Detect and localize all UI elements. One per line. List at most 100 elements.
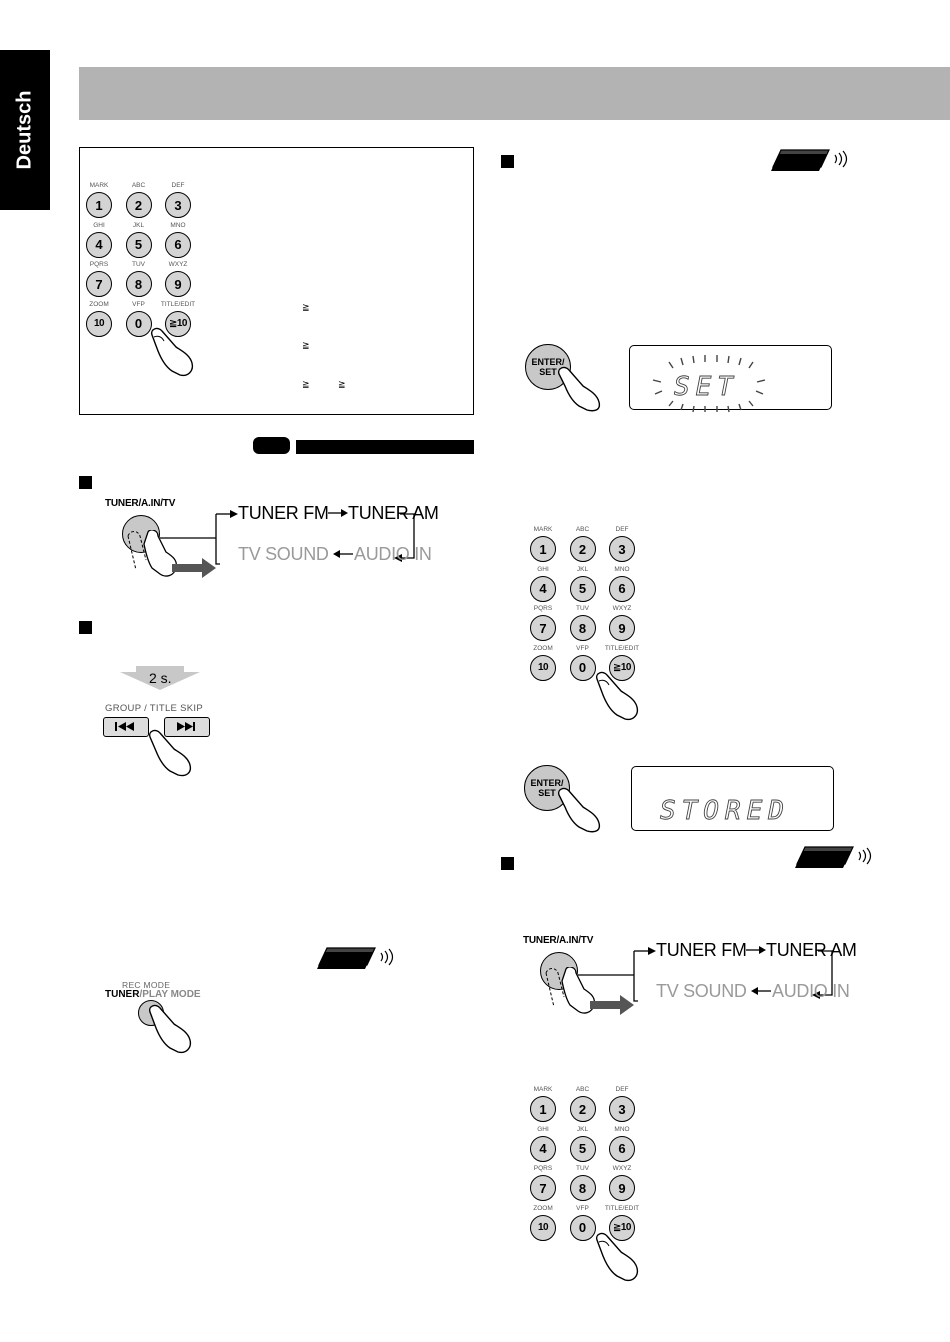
keypad-key-9[interactable]: 10 (530, 1214, 556, 1241)
group-title-skip-label: GROUP / TITLE SKIP (105, 703, 203, 714)
skip-back-button[interactable] (103, 717, 149, 737)
keypad-key-7[interactable]: 8 (125, 271, 152, 297)
keypad-key-6[interactable]: 7 (530, 615, 556, 641)
keypad-key-label: JKL (132, 221, 145, 229)
keypad-key-5[interactable]: 6 (609, 1135, 635, 1162)
keypad-key-2[interactable]: 3 (165, 192, 191, 218)
keypad-key-11[interactable]: ≧10 (609, 1214, 635, 1241)
ge-symbol: ≧ (338, 379, 346, 389)
keypad-key-label: DEF (615, 526, 629, 533)
keypad-key-label: TUV (132, 261, 145, 268)
keypad-key-4[interactable]: 5 (569, 575, 596, 602)
keypad-key-label: GHI (93, 221, 105, 229)
enter-label-1: ENTER/ (530, 778, 564, 788)
keypad-key-1[interactable]: 2 (569, 1096, 596, 1122)
keypad-key-label: JKL (576, 1125, 589, 1133)
keypad-key-2[interactable]: 3 (609, 1096, 635, 1122)
keypad-key-6[interactable]: 7 (86, 271, 112, 297)
ge-symbol: ≧ (302, 379, 310, 389)
seq-tv-sound: TV SOUND (656, 981, 747, 1001)
keypad-key-label: WXYZ (612, 1165, 632, 1172)
finger-press-icon (150, 327, 194, 377)
keypad-key-label: ABC (131, 182, 146, 189)
skip-back-icon (115, 722, 134, 731)
keypad-key-label: TITLE/EDIT (604, 644, 640, 652)
ge-symbol: ≧ (302, 340, 310, 350)
keypad-key-5[interactable]: 6 (609, 575, 635, 602)
finger-press-icon (557, 787, 601, 833)
keypad-key-11[interactable]: ≧10 (609, 654, 635, 681)
tuner-play-mode-label: TUNER/PLAY MODE (105, 989, 201, 1000)
keypad-key-label: ZOOM (533, 1204, 553, 1212)
finger-press-icon (595, 671, 639, 721)
keypad-key-9[interactable]: 10 (530, 654, 556, 681)
finger-press-icon (148, 729, 192, 777)
keypad-key-6[interactable]: 7 (530, 1175, 556, 1201)
keypad-key-label: DEF (171, 182, 185, 189)
keypad-key-10[interactable]: 0 (125, 310, 152, 337)
enter-label-2: SET (539, 367, 557, 377)
keypad-key-8[interactable]: 9 (165, 271, 191, 297)
keypad-key-7[interactable]: 8 (569, 1175, 596, 1201)
seq-tv-sound: TV SOUND (238, 544, 329, 564)
seq-tuner-am: TUNER AM (348, 503, 439, 523)
tuner-source-diagram: TUNER/A.IN/TV TUNER FM TUNER AM TV SOUND… (518, 933, 878, 1023)
arrow-left-icon (751, 987, 771, 995)
keypad-key-7[interactable]: 8 (569, 615, 596, 641)
keypad-key-10[interactable]: 0 (569, 654, 596, 681)
keypad-key-label: MARK (533, 1086, 553, 1093)
keypad-key-label: WXYZ (612, 605, 632, 612)
keypad-key-1[interactable]: 2 (569, 536, 596, 562)
keypad-key-label: TUV (576, 605, 589, 612)
keypad-key-0[interactable]: 1 (86, 192, 112, 218)
keypad-key-11[interactable]: ≧10 (165, 310, 191, 337)
keypad-key-4[interactable]: 5 (569, 1135, 596, 1162)
keypad-key-label: TITLE/EDIT (604, 1204, 640, 1212)
keypad-key-5[interactable]: 6 (165, 231, 191, 258)
keypad-key-label: MARK (89, 182, 109, 189)
keypad-key-label: WXYZ (168, 261, 188, 268)
arrow-right-icon (746, 946, 766, 954)
skip-forward-icon (177, 722, 195, 731)
step-bullet (79, 621, 92, 634)
ge-symbol: ≧ (302, 302, 310, 312)
enter-label-1: ENTER/ (531, 357, 565, 367)
keypad-key-3[interactable]: 4 (86, 231, 112, 258)
keypad-key-label: PQRS (89, 261, 109, 268)
keypad-key-label: MNO (170, 221, 186, 229)
keypad-key-10[interactable]: 0 (569, 1214, 596, 1241)
arrow-left-icon (333, 550, 353, 558)
keypad-key-2[interactable]: 3 (609, 536, 635, 562)
keypad-key-label: ZOOM (89, 300, 109, 308)
finger-press-icon (148, 1004, 192, 1054)
keypad-key-label: MARK (533, 526, 553, 533)
keypad-frame (79, 147, 474, 415)
keypad-key-label: PQRS (533, 1165, 553, 1172)
skip-forward-button[interactable] (164, 717, 210, 737)
keypad-key-4[interactable]: 5 (125, 231, 152, 258)
keypad-key-label: TUV (576, 1165, 589, 1172)
seq-audio-in: AUDIO IN (354, 544, 432, 564)
keypad-key-label: VFP (576, 1204, 589, 1212)
display-stored (631, 766, 834, 831)
seq-tuner-fm: TUNER FM (238, 503, 329, 523)
finger-press-icon (127, 530, 216, 578)
keypad-key-1[interactable]: 2 (125, 192, 152, 218)
keypad-key-3[interactable]: 4 (530, 1135, 556, 1162)
keypad-key-0[interactable]: 1 (530, 536, 556, 562)
hold-arrow-icon (120, 666, 200, 690)
keypad-key-8[interactable]: 9 (609, 1175, 635, 1201)
keypad-key-3[interactable]: 4 (530, 575, 556, 602)
display-stored-text: STORED (660, 796, 790, 827)
step-bullet (501, 857, 514, 870)
tuner-button-label: TUNER/A.IN/TV (105, 498, 176, 509)
keypad-key-label: VFP (576, 644, 589, 652)
keypad-key-8[interactable]: 9 (609, 615, 635, 641)
keypad-key-0[interactable]: 1 (530, 1096, 556, 1122)
keypad-key-9[interactable]: 10 (86, 310, 112, 337)
language-label: Deutsch (13, 90, 36, 170)
header-bar (79, 67, 950, 120)
step-bullet (501, 155, 514, 168)
blink-rays (652, 355, 766, 413)
keypad-key-label: PQRS (533, 605, 553, 612)
